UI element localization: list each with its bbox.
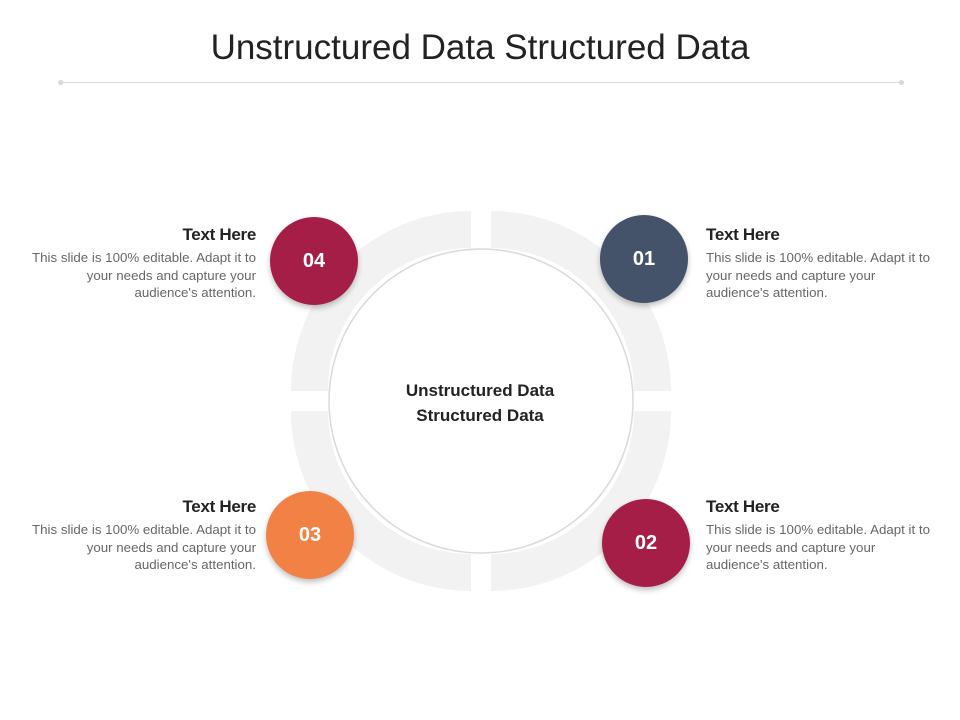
center-label: Unstructured Data Structured Data <box>380 378 580 428</box>
item-block-04: Text Here This slide is 100% editable. A… <box>31 225 256 302</box>
center-label-line1: Unstructured Data <box>405 381 555 400</box>
step-badge-03: 03 <box>266 491 354 579</box>
item-body-03: This slide is 100% editable. Adapt it to… <box>32 522 256 572</box>
item-heading-02: Text Here <box>706 497 780 516</box>
item-body-04: This slide is 100% editable. Adapt it to… <box>32 250 256 300</box>
step-badge-04: 04 <box>270 217 358 305</box>
title-divider <box>58 80 904 85</box>
step-badge-01: 01 <box>600 215 688 303</box>
item-body-01: This slide is 100% editable. Adapt it to… <box>706 250 930 300</box>
step-badge-02: 02 <box>602 499 690 587</box>
item-block-02: Text Here This slide is 100% editable. A… <box>706 497 931 574</box>
item-heading-04: Text Here <box>182 225 256 244</box>
item-heading-03: Text Here <box>182 497 256 516</box>
item-heading-01: Text Here <box>706 225 780 244</box>
center-label-line2: Structured Data <box>416 406 544 425</box>
item-block-03: Text Here This slide is 100% editable. A… <box>31 497 256 574</box>
center-circle <box>328 248 634 554</box>
slide-title: Unstructured Data Structured Data <box>210 28 750 67</box>
item-block-01: Text Here This slide is 100% editable. A… <box>706 225 931 302</box>
item-body-02: This slide is 100% editable. Adapt it to… <box>706 522 930 572</box>
